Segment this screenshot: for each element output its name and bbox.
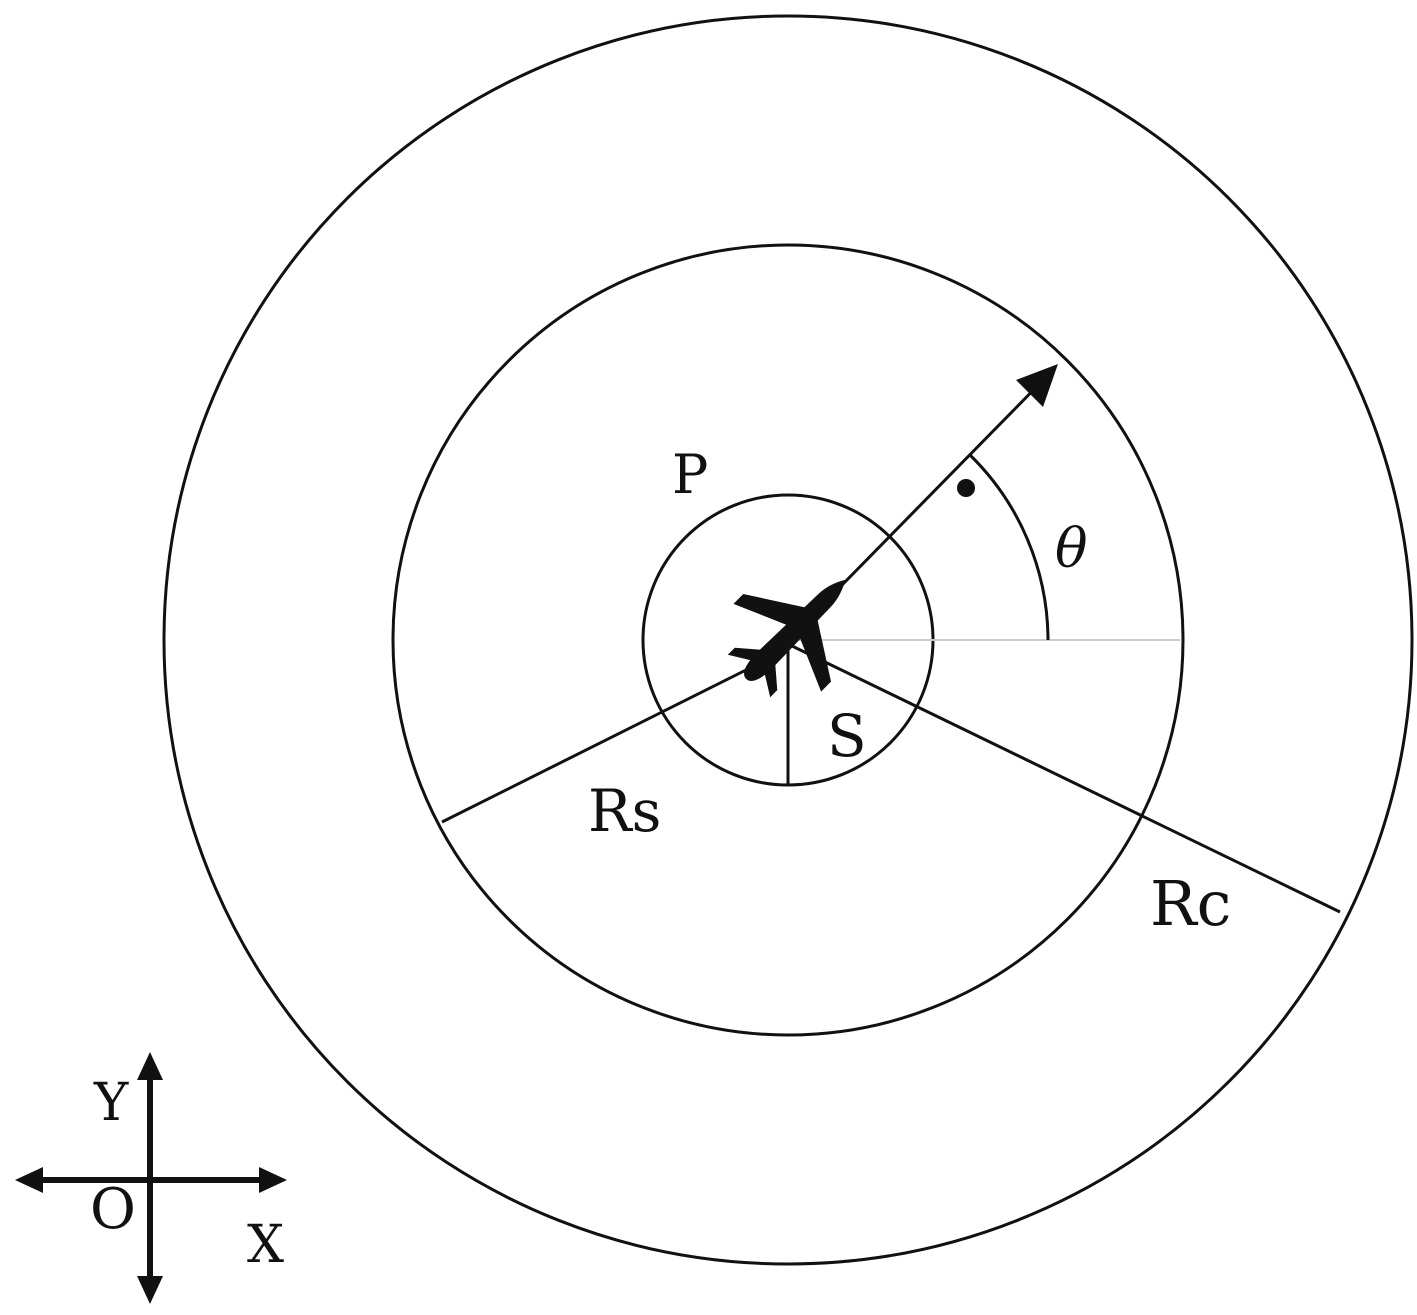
radius-line-rc (789, 643, 1341, 914)
angle-arc-dot (957, 479, 975, 497)
label-rc: Rc (1150, 867, 1231, 940)
label-s: S (827, 702, 867, 770)
angle-arc (968, 453, 1050, 641)
middle-circle-rs (391, 243, 1185, 1037)
y-axis-arrow-down (137, 1276, 163, 1304)
axis-label-origin: O (90, 1177, 136, 1242)
axis-label-x: X (247, 1215, 284, 1275)
coordinate-axes (15, 1052, 287, 1304)
radius-line-rs (441, 646, 791, 824)
label-rs: Rs (588, 777, 661, 845)
y-axis-arrow-up (137, 1052, 163, 1080)
airplane-icon (727, 579, 846, 698)
label-p: P (672, 443, 708, 506)
outer-circle-rc (162, 14, 1414, 1266)
axis-label-y: Y (93, 1073, 129, 1133)
x-axis-arrow-right (259, 1167, 287, 1193)
heading-arrowhead-fill (1016, 364, 1058, 407)
label-theta: θ (1055, 517, 1088, 580)
x-axis-arrow-left (15, 1167, 43, 1193)
